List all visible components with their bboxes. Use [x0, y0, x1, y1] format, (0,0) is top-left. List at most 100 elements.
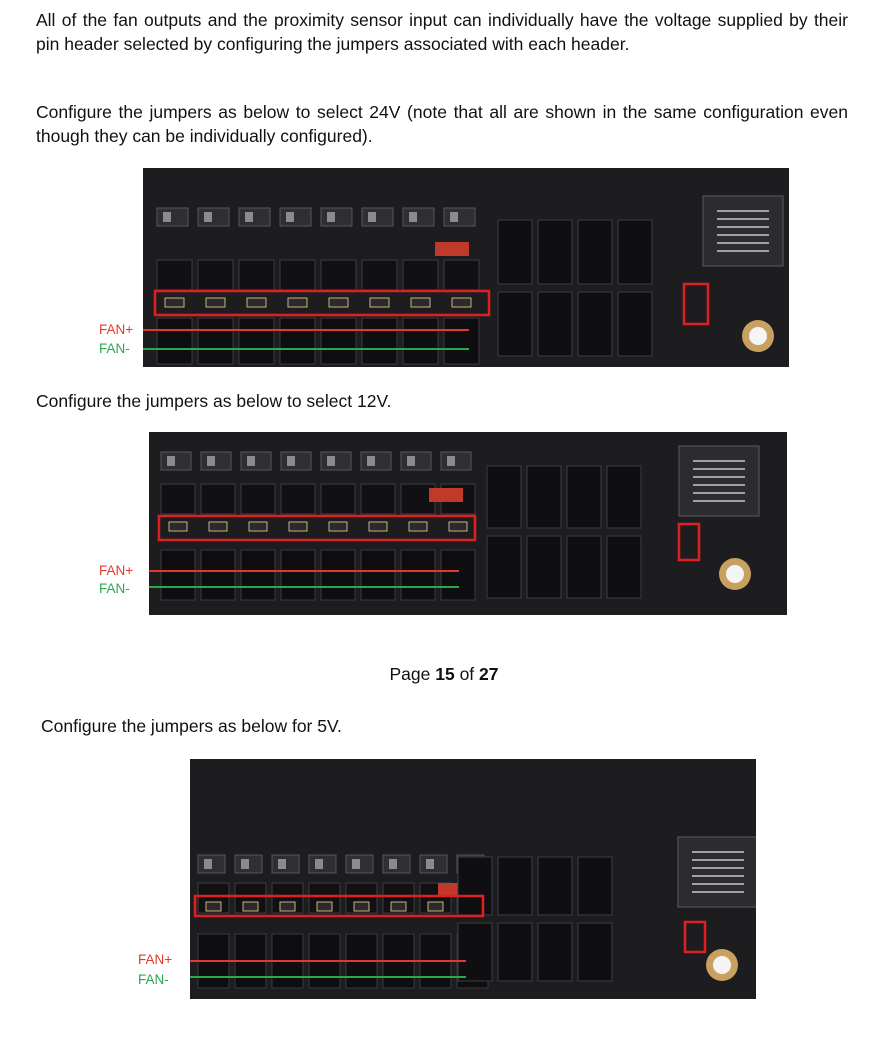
fan-connector: [320, 317, 357, 365]
smd-pad: [367, 456, 375, 466]
smd-component: [443, 207, 476, 227]
fan-connector: [400, 549, 436, 601]
rj-contact: [717, 250, 769, 252]
smd-pad: [163, 212, 171, 222]
rj-contact: [693, 492, 745, 494]
smd-component: [240, 451, 272, 471]
jumper: [410, 297, 431, 308]
red-pin-block: [429, 488, 463, 502]
board-photo-24v: [143, 168, 789, 367]
fan-connector: [361, 317, 398, 365]
jumper: [368, 521, 388, 532]
jumper: [287, 297, 308, 308]
pin-header: [240, 483, 276, 515]
smd-component: [238, 207, 271, 227]
fan-connector: [402, 317, 439, 365]
fan-plus-label: FAN+: [99, 563, 136, 579]
pin-header: [320, 259, 357, 291]
red-pin-block: [435, 242, 469, 256]
page-label: Page: [389, 664, 431, 684]
connector-housing: [497, 291, 533, 357]
connector-housing: [486, 465, 522, 529]
connector-housing: [497, 922, 533, 982]
pin-header: [360, 483, 396, 515]
pin-header: [200, 483, 236, 515]
connector-housing: [617, 219, 653, 285]
fan-connector: [279, 317, 316, 365]
rj-contact: [693, 476, 745, 478]
connector-housing: [526, 535, 562, 599]
smd-component: [280, 451, 312, 471]
jumper: [168, 521, 188, 532]
rj-connector: [678, 445, 760, 517]
board-photo-5v: [190, 759, 756, 999]
jumper-highlight-box: [193, 894, 485, 918]
jumper: [248, 521, 268, 532]
jumper: [390, 901, 407, 912]
rj-contact: [717, 242, 769, 244]
jumper: [164, 297, 185, 308]
jumper: [279, 901, 296, 912]
smd-pad: [278, 859, 286, 869]
config-12v-caption: Configure the jumpers as below to select…: [36, 391, 392, 411]
pin-header: [361, 259, 398, 291]
pin-header: [402, 259, 439, 291]
rj-contact: [717, 226, 769, 228]
jumper: [328, 297, 349, 308]
smd-pad: [450, 212, 458, 222]
page-number: Page 15 of 27: [0, 662, 888, 686]
pin-header: [160, 483, 196, 515]
smd-pad: [352, 859, 360, 869]
connector-housing: [537, 856, 573, 916]
connector-housing: [617, 291, 653, 357]
rj-contact: [692, 867, 744, 869]
fan-connector: [443, 317, 480, 365]
smd-component: [361, 207, 394, 227]
smd-pad: [327, 456, 335, 466]
fan-connector: [197, 317, 234, 365]
sensor-jumper-highlight-box: [677, 522, 701, 562]
jumper: [369, 297, 390, 308]
fan-connector: [240, 549, 276, 601]
smd-component: [400, 451, 432, 471]
smd-pad: [204, 859, 212, 869]
rj-connector: [702, 195, 784, 267]
rj-connector: [677, 836, 756, 908]
fan-plus-label: FAN+: [99, 322, 136, 338]
fan-plus-label: FAN+: [138, 952, 175, 968]
fan-connector: [200, 549, 236, 601]
smd-pad: [426, 859, 434, 869]
smd-pad: [389, 859, 397, 869]
rj-contact: [692, 859, 744, 861]
jumper: [353, 901, 370, 912]
config-24v-paragraph: Configure the jumpers as below to select…: [36, 102, 848, 146]
connector-housing: [606, 535, 642, 599]
fan-minus-label: FAN-: [99, 581, 132, 597]
jumper: [288, 521, 308, 532]
jumper: [205, 901, 222, 912]
rj-contact: [717, 210, 769, 212]
pin-header: [197, 259, 234, 291]
smd-pad: [447, 456, 455, 466]
smd-pad: [315, 859, 323, 869]
smd-pad: [368, 212, 376, 222]
rj-contact: [693, 484, 745, 486]
smd-component: [197, 207, 230, 227]
fan-minus-label: FAN-: [138, 972, 171, 988]
rj-contact: [693, 460, 745, 462]
smd-pad: [327, 212, 335, 222]
smd-pad: [287, 456, 295, 466]
smd-pad: [167, 456, 175, 466]
jumper: [246, 297, 267, 308]
board-illustration-24v: [143, 168, 789, 367]
board-photo-12v: [149, 432, 787, 615]
smd-component: [402, 207, 435, 227]
page-of: of: [459, 664, 475, 684]
jumper: [316, 901, 333, 912]
pin-header: [279, 259, 316, 291]
connector-housing: [457, 922, 493, 982]
jumper: [328, 521, 348, 532]
smd-pad: [207, 456, 215, 466]
sensor-jumper-highlight-box: [682, 282, 710, 326]
jumper-highlight-box: [157, 514, 477, 542]
